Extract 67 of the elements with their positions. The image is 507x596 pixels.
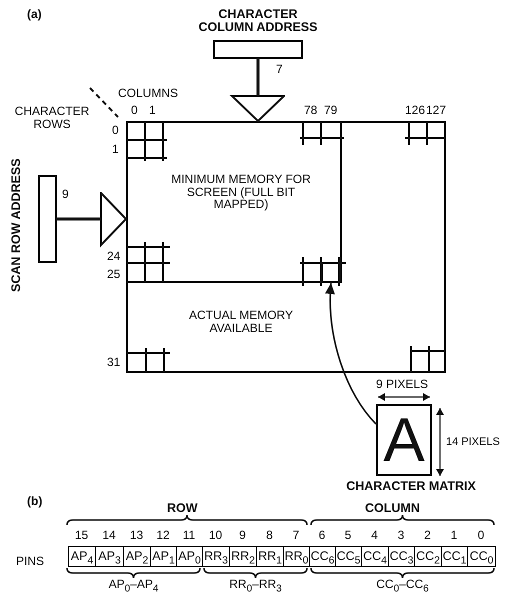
region-label: MINIMUM MEMORY FOR SCREEN (FULL BIT MAPPED) [170,173,312,211]
bit-number: 6 [318,529,326,542]
bit-number: 14 [101,529,117,542]
column-number: 0 [131,104,138,117]
bit-number: 11 [182,529,196,542]
pin-cell: CC$_{1}$ [441,546,468,567]
row-number: 1 [112,143,119,156]
bit-number: 13 [128,529,144,542]
bit-number: 9 [238,529,247,542]
region-label: ACTUAL MEMORY AVAILABLE [188,309,294,334]
bit-number: 10 [208,529,224,542]
pin-cell: AP$_{1}$ [150,546,177,567]
pin-cell: CC$_{3}$ [388,546,415,567]
bit-number: 2 [423,529,432,542]
row-number: 0 [112,124,119,137]
dimension-label: 14 PIXELS [446,437,500,449]
column-number: 1 [149,104,156,117]
bus-width-label: 7 [276,63,283,76]
bit-number: 4 [370,529,379,542]
matrix-label: CHARACTER MATRIX [345,480,477,494]
bus-arrow [231,59,285,122]
pin-cell: RR$_{2}$ [229,546,257,567]
pin-cell: CC$_{4}$ [361,546,389,567]
pin-cell: CC$_{2}$ [414,546,442,567]
pin-cell: CC$_{5}$ [335,546,362,567]
axis-label: CHARACTER ROWS [14,105,90,130]
bus-width-label: 9 [62,188,69,201]
bit-number: 12 [155,529,171,542]
pin-cell: RR$_{1}$ [256,546,284,567]
signal-group-label: RR$_{0}$–RR$_{3}$ [228,578,283,595]
column-number: 79 [324,104,338,117]
group-label: COLUMN [365,502,420,516]
dimension-label: 9 PIXELS [376,378,428,391]
bit-number: 8 [265,529,274,542]
group-label: ROW [167,502,198,516]
pin-cell: AP$_{3}$ [95,546,124,567]
pin-cell: RR$_{0}$ [283,546,310,567]
arrow [325,282,377,425]
row-number: 31 [107,356,120,369]
signal-group-label: CC$_{0}$–CC$_{6}$ [375,578,430,595]
pin-cell: RR$_{3}$ [202,546,230,567]
bus-arrow [57,192,127,246]
pin-cell: AP$_{0}$ [176,546,203,567]
column-number: 127 [426,104,446,117]
register-label: CHARACTER COLUMN ADDRESS [198,8,318,34]
axis-label: COLUMNS [118,87,178,100]
bit-number: 15 [74,529,90,542]
bit-number: 5 [344,529,352,542]
matrix-glyph: A [382,408,426,474]
panel-label: (b) [27,495,42,508]
bit-number: 0 [476,529,486,542]
pin-cell: CC$_{6}$ [309,546,336,567]
pin-cell: AP$_{2}$ [123,546,151,567]
screen-memory-region [126,121,342,283]
signal-group-label: AP$_{0}$–AP$_{4}$ [108,578,160,595]
pin-cell: CC$_{0}$ [467,546,496,567]
row-number: 24 [107,250,120,263]
bit-number: 1 [450,529,458,542]
bit-number: 3 [396,529,406,542]
column-number: 78 [304,104,318,117]
column-number: 126 [405,104,426,117]
bit-number: 7 [292,529,300,542]
row-label: PINS [16,555,44,568]
row-number: 25 [107,268,120,281]
pin-cell: AP$_{4}$ [68,546,96,567]
panel-label: (a) [27,8,42,21]
register-label: SCAN ROW ADDRESS [10,157,24,294]
